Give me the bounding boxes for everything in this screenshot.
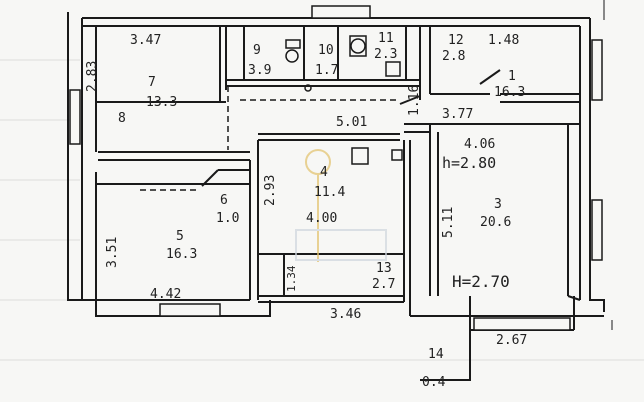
room-10-number: 10 (318, 43, 334, 58)
room-13-area: 2.7 (372, 277, 396, 292)
dim-346: 3.46 (330, 307, 362, 322)
room-6-area: 1.0 (216, 211, 240, 226)
dim-442: 4.42 (150, 287, 182, 302)
edge-ticks (603, 0, 613, 330)
room-3-number: 3 (494, 197, 502, 212)
room-13-number: 13 (376, 261, 392, 276)
room-14-area: 0.4 (422, 375, 446, 390)
dim-351: 3.51 (105, 236, 120, 268)
dim-top-left: 3.47 (130, 33, 162, 48)
room-4-area: 11.4 (314, 185, 346, 200)
room-10-area: 1.7 (315, 63, 339, 78)
room-8-number: 8 (118, 111, 126, 126)
fixtures (285, 35, 403, 165)
dim-501: 5.01 (336, 115, 368, 130)
room-5-number: 5 (176, 229, 184, 244)
dim-377: 3.77 (442, 107, 474, 122)
dim-left-upper: 2.83 (85, 60, 100, 92)
dim-511: 5.11 (441, 206, 456, 238)
watermark-logo (295, 149, 387, 262)
room-4-number: 4 (320, 165, 328, 180)
height-270: H=2.70 (452, 272, 510, 291)
room-5-area: 16.3 (166, 247, 198, 262)
room-1-number: 1 (508, 69, 516, 84)
height-280: h=2.80 (442, 154, 497, 172)
dim-400: 4.00 (306, 211, 338, 226)
room-12-area: 2.8 (442, 49, 466, 64)
room-7-number: 7 (148, 75, 156, 90)
dashed-lines (140, 86, 400, 191)
room-7-area: 13.3 (146, 95, 178, 110)
dim-134: 1.34 (285, 265, 298, 293)
room-11-number: 11 (378, 31, 394, 46)
dim-267: 2.67 (496, 333, 528, 348)
room-6-number: 6 (220, 193, 228, 208)
dim-116: 1.16 (407, 84, 422, 116)
dim-406: 4.06 (464, 137, 496, 152)
room-1-area: 16.3 (494, 85, 526, 100)
walls (67, 12, 605, 381)
room-12-number: 12 (448, 33, 464, 48)
room-14-number: 14 (428, 347, 444, 362)
room-11-area: 2.3 (374, 47, 398, 62)
dim-top-right: 1.48 (488, 33, 520, 48)
room-3-area: 20.6 (480, 215, 512, 230)
room-9-number: 9 (253, 43, 261, 58)
paper-ruling (0, 59, 644, 361)
windows (69, 5, 603, 331)
dim-293: 2.93 (263, 174, 278, 206)
room-9-area: 3.9 (248, 63, 272, 78)
